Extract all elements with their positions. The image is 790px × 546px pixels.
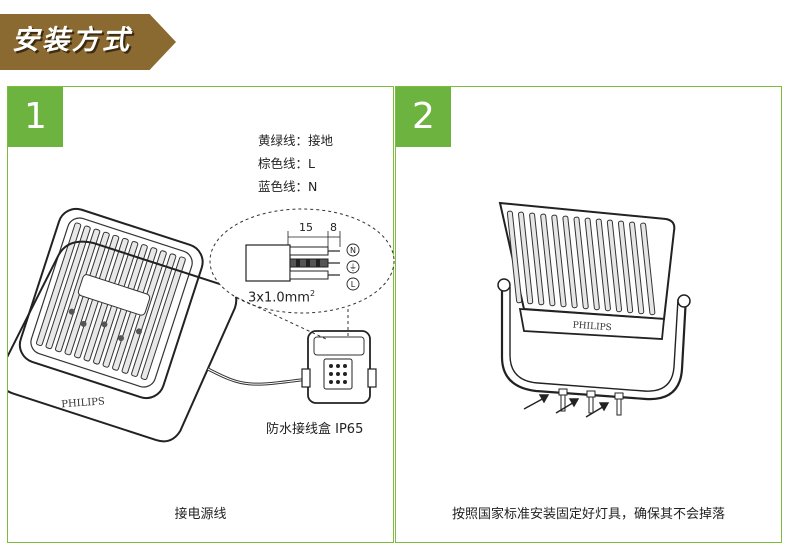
screw-arrows [523,394,610,418]
brand-logo-2: PHILIPS [572,321,612,334]
legend-live: 棕色线：L [258,156,315,171]
wire-gauge-label: 3x1.0mm2 [248,289,316,306]
junction-box [301,330,377,404]
section-title: 安装方式 [12,25,132,56]
step-panel-1: 1 [7,86,395,543]
legend-ground: 黄绿线：接地 [258,133,334,148]
wiring-illustration: PHILIPS [8,207,395,443]
floodlight-fixture-1: PHILIPS [8,207,238,443]
floodlight-fixture-2: PHILIPS [497,201,691,416]
section-banner: 安装方式 [0,14,176,70]
junction-box-label: 防水接线盒 IP65 [266,422,364,437]
step-number-2: 2 [396,87,451,147]
brand-logo-1: PHILIPS [61,396,105,410]
step-number-1: 1 [8,87,63,147]
legend-neutral: 蓝色线：N [258,179,318,194]
terminal-l-label: L [351,280,356,289]
step-panel-2: 2 PHILIPS [395,86,782,543]
mounting-illustration: PHILIPS [497,201,691,418]
dimension-strip-15: 15 [299,221,313,234]
dimension-end-8: 8 [330,221,337,234]
terminal-ground-label: ⏚ [349,263,357,272]
step-1-caption: 接电源线 [174,507,227,522]
terminal-n-label: N [350,246,356,255]
terminal-symbols: N ⏚ L [346,243,360,291]
wire-bundle [245,244,340,282]
step-2-caption: 按照国家标准安装固定好灯具，确保其不会掉落 [451,507,725,522]
wire-color-legend: 黄绿线：接地 棕色线：L 蓝色线：N [258,129,333,198]
